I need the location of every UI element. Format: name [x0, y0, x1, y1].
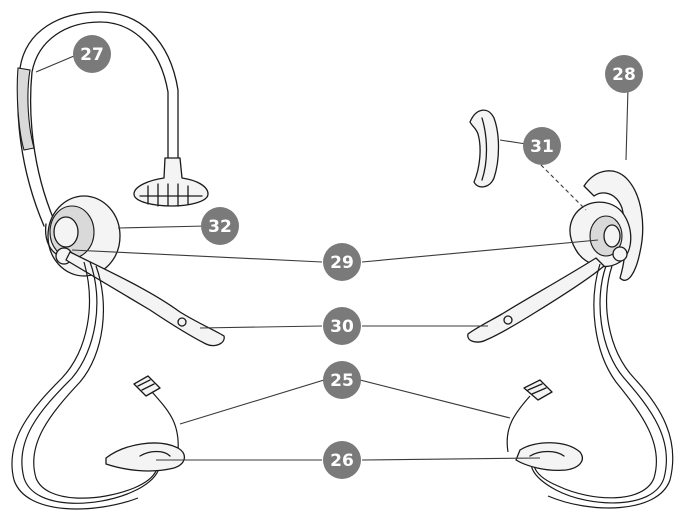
callout-29: 29 — [323, 243, 361, 281]
callout-30-label: 30 — [330, 317, 354, 337]
callout-25-label: 25 — [330, 371, 354, 391]
callout-27: 27 — [73, 35, 111, 73]
left-modular-plug — [133, 375, 179, 453]
callout-27-label: 27 — [80, 45, 104, 65]
callout-32: 32 — [201, 207, 239, 245]
callout-30: 30 — [323, 307, 361, 345]
right-cord — [530, 265, 668, 504]
callout-28: 28 — [605, 55, 643, 93]
left-clothing-clip — [105, 442, 185, 472]
headband-inner — [29, 21, 169, 221]
callout-31: 31 — [523, 127, 561, 165]
headband-pad — [16, 67, 35, 151]
callout-31-label: 31 — [530, 137, 554, 157]
callout-28-label: 28 — [612, 65, 636, 85]
callout-25: 25 — [323, 361, 361, 399]
callout-26-label: 26 — [330, 451, 354, 471]
headband — [17, 11, 179, 227]
left-headset — [11, 11, 225, 510]
leader-lines — [35, 55, 629, 461]
callout-26: 26 — [323, 441, 361, 479]
callout-32-label: 32 — [208, 217, 232, 237]
callout-29-label: 29 — [330, 253, 354, 273]
right-modular-plug — [506, 379, 553, 453]
voice-tube — [65, 251, 225, 347]
right-clothing-clip — [515, 442, 583, 472]
right-headset — [467, 109, 674, 509]
spare-ear-loop — [469, 109, 500, 188]
right-voice-tube — [467, 257, 605, 343]
left-cord — [21, 261, 161, 504]
t-bar-stabilizer — [133, 157, 209, 207]
callouts: 27 28 31 32 29 30 25 26 — [73, 35, 643, 479]
